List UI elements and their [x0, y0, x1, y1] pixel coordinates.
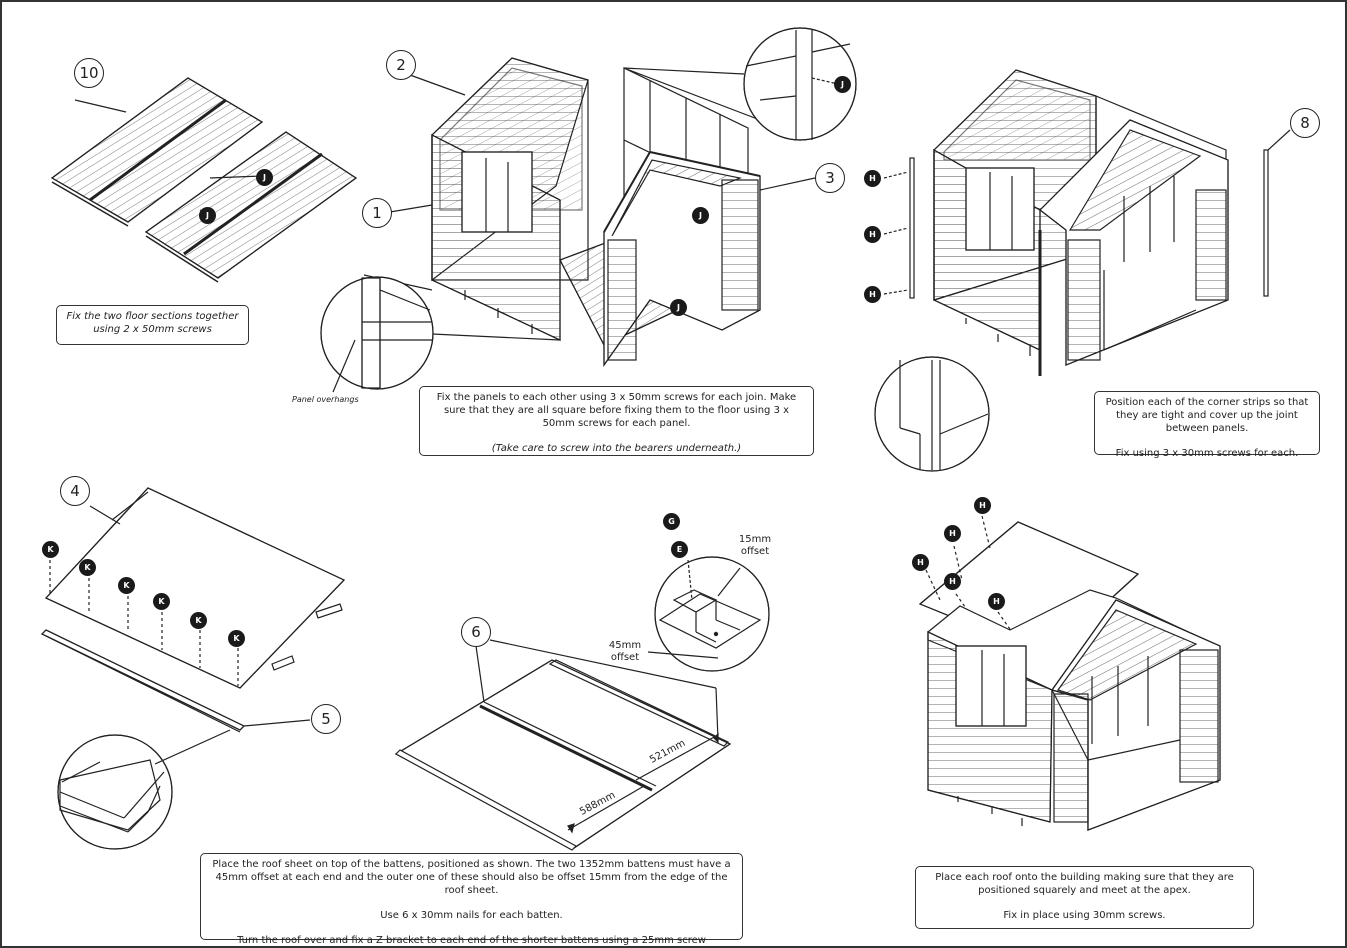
- fixing-tag-j: J: [199, 207, 216, 224]
- corner-strip-detail: [874, 356, 990, 472]
- roof-sheet-drawing: [40, 487, 346, 733]
- panels-instruction-box: Fix the panels to each other using 3 x 5…: [419, 386, 814, 456]
- roof-bracket-text: Turn the roof over and fix a Z bracket t…: [237, 935, 706, 946]
- step-number-5: 5: [311, 704, 341, 734]
- fixing-tag-k: K: [153, 593, 170, 610]
- fixing-tag-j: J: [670, 299, 687, 316]
- step-number-1: 1: [362, 198, 392, 228]
- fixing-tag-e: E: [671, 541, 688, 558]
- corner-strips-drawing: [883, 69, 1291, 376]
- fixing-tag-k: K: [79, 559, 96, 576]
- step-number-6: 6: [461, 617, 491, 647]
- roof-fitting-drawing: [918, 515, 1221, 831]
- floor-instruction-text: Fix the two floor sections together usin…: [66, 311, 239, 335]
- fixing-tag-g: G: [663, 513, 680, 530]
- panels-instruction-text: Fix the panels to each other using 3 x 5…: [436, 392, 797, 429]
- fixing-tag-h: H: [944, 573, 961, 590]
- step-number-10: 10: [74, 58, 104, 88]
- roof-instruction-text: Place the roof sheet on top of the batte…: [212, 859, 731, 896]
- fixing-tag-h: H: [864, 226, 881, 243]
- roof-fitting-instruction-box: Place each roof onto the building making…: [915, 866, 1254, 929]
- roof-fitting-screws-text: Fix in place using 30mm screws.: [1003, 910, 1166, 921]
- roof-battens-drawing: [394, 639, 732, 851]
- fixing-tag-j: J: [692, 207, 709, 224]
- corner-strips-instruction-box: Position each of the corner strips so th…: [1094, 391, 1320, 459]
- panel-overhangs-label: Panel overhangs: [292, 395, 359, 404]
- panels-instruction-note: (Take care to screw into the bearers und…: [491, 443, 742, 454]
- fixing-tag-k: K: [118, 577, 135, 594]
- fixing-tag-h: H: [912, 554, 929, 571]
- fixing-tag-j: J: [256, 169, 273, 186]
- floor-instruction-box: Fix the two floor sections together usin…: [56, 305, 249, 345]
- floor-sections-drawing: [50, 77, 358, 283]
- roof-nails-text: Use 6 x 30mm nails for each batten.: [380, 910, 563, 921]
- fixing-tag-k: K: [190, 612, 207, 629]
- joint-detail-top: [743, 27, 857, 141]
- roof-fitting-instruction-text: Place each roof onto the building making…: [935, 872, 1234, 896]
- fixing-tag-j: J: [834, 76, 851, 93]
- step-number-3: 3: [815, 163, 845, 193]
- panel-overhang-detail: [320, 276, 434, 393]
- batten-detail: [57, 729, 231, 850]
- fixing-tag-h: H: [974, 497, 991, 514]
- fixing-tag-k: K: [228, 630, 245, 647]
- corner-strips-instruction-text: Position each of the corner strips so th…: [1105, 397, 1309, 434]
- fixing-tag-h: H: [864, 170, 881, 187]
- offset-15mm-label: 15mm offset: [738, 534, 772, 557]
- fixing-tag-h: H: [944, 525, 961, 542]
- fixing-tag-k: K: [42, 541, 59, 558]
- panels-assembly-drawing: [363, 57, 816, 367]
- offset-45mm-label: 45mm offset: [608, 640, 642, 663]
- corner-strips-fixing-text: Fix using 3 x 30mm screws for each.: [1115, 448, 1299, 459]
- step-number-8: 8: [1290, 108, 1320, 138]
- z-bracket-detail: [647, 556, 770, 672]
- step-number-2: 2: [386, 50, 416, 80]
- fixing-tag-h: H: [988, 593, 1005, 610]
- fixing-tag-h: H: [864, 286, 881, 303]
- step-number-4: 4: [60, 476, 90, 506]
- roof-instruction-box: Place the roof sheet on top of the batte…: [200, 853, 743, 946]
